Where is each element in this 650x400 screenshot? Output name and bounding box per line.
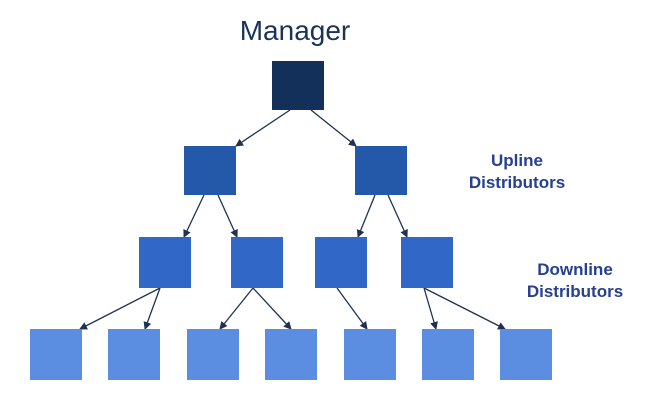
downline-distributors-label: Downline Distributors <box>505 259 645 303</box>
upline-distributors-label: Upline Distributors <box>452 150 582 194</box>
arrow-upline-2-to-down-3 <box>356 194 376 238</box>
arrow-down-4-to-sub-7 <box>423 287 506 330</box>
upline-label-line2: Distributors <box>468 173 566 192</box>
upline-label-line1: Upline <box>491 151 543 170</box>
arrow-down-1-to-sub-2 <box>143 287 161 330</box>
arrow-upline-2-to-down-4 <box>387 194 408 238</box>
bottom-node <box>187 329 239 380</box>
bottom-node <box>265 329 317 380</box>
bottom-node <box>422 329 474 380</box>
arrow-down-3-to-sub-5 <box>336 287 368 330</box>
arrow-down-2-to-sub-4 <box>252 287 292 330</box>
manager-node <box>272 61 324 110</box>
downline-label-line2: Distributors <box>526 282 624 301</box>
arrow-down-1-to-sub-1 <box>79 287 161 330</box>
manager-title: Manager <box>239 15 351 46</box>
downline-node <box>315 237 367 288</box>
bottom-node <box>344 329 396 380</box>
downline-node <box>231 237 283 288</box>
arrow-upline-1-to-down-2 <box>217 194 238 238</box>
arrow-upline-1-to-down-1 <box>183 194 205 238</box>
bottom-node <box>500 329 552 380</box>
bottom-node <box>108 329 160 380</box>
bottom-node <box>30 329 82 380</box>
arrow-down-4-to-sub-6 <box>423 287 438 330</box>
downline-node <box>401 237 453 288</box>
downline-label-line1: Downline <box>537 260 613 279</box>
arrow-manager-to-upline-2 <box>310 109 357 147</box>
downline-node <box>139 237 191 288</box>
arrow-down-2-to-sub-3 <box>219 287 254 330</box>
upline-node <box>355 146 407 195</box>
upline-node <box>184 146 236 195</box>
arrow-manager-to-upline-1 <box>235 109 291 147</box>
